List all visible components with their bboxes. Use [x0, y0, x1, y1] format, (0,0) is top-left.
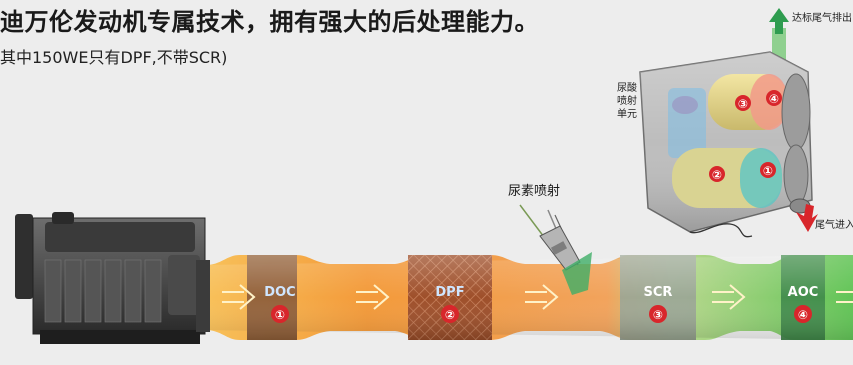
flow-arrows [222, 284, 853, 310]
flow-arrow-icon [222, 284, 256, 310]
stage-name-dpf: DPF [435, 285, 464, 300]
inlet-label: 尾气进入 [815, 218, 853, 231]
engine-icon [15, 212, 210, 344]
aftertreatment-unit-illustration: ③ ④ ② ① [639, 8, 818, 238]
outlet-arrow-icon [769, 8, 789, 34]
outlet-label: 达标尾气排出 [792, 11, 852, 24]
footnote: 其中150WE只有DPF,不带SCR) [0, 48, 228, 67]
urea-unit-label-line-1: 尿酸 [617, 81, 637, 94]
flow-arrow-icon [712, 284, 746, 310]
stage-number-aoc: ④ [798, 308, 808, 322]
stage-number-dpf: ② [445, 308, 455, 322]
headline: 迪万伦发动机专属技术，拥有强大的后处理能力。 [0, 8, 539, 36]
inset-number-4: ④ [769, 92, 779, 106]
flow-arrow-icon [525, 284, 559, 310]
urea-unit-label-line-3: 单元 [617, 108, 637, 120]
stage-badge-aoc [794, 305, 812, 323]
inset-badge-4 [766, 90, 782, 106]
inset-badge-1 [760, 162, 776, 178]
stage-number-scr: ③ [653, 308, 663, 322]
inset-badge-3 [735, 95, 751, 111]
urea-unit-label-line-2: 喷射 [617, 95, 637, 107]
inset-number-2: ② [712, 168, 722, 182]
stage-aoc: AOC ④ [781, 255, 825, 340]
exhaust-pipe [205, 255, 853, 340]
inset-number-1: ① [763, 164, 773, 178]
urea-injector-icon [519, 204, 592, 295]
stage-name-aoc: AOC [788, 285, 819, 300]
stage-badge-scr [649, 305, 667, 323]
stage-name-doc: DOC [264, 285, 295, 300]
stage-badge-doc [271, 305, 289, 323]
flow-arrow-icon [356, 284, 390, 310]
stage-badge-dpf [441, 305, 459, 323]
inset-badge-2 [709, 166, 725, 182]
flow-arrow-icon [836, 291, 853, 303]
urea-injection-label: 尿素喷射 [508, 183, 560, 199]
stage-number-doc: ① [275, 308, 285, 322]
stage-doc: DOC ① [247, 255, 297, 340]
stage-name-scr: SCR [644, 285, 673, 300]
inset-number-3: ③ [738, 97, 748, 111]
inlet-arrow-icon [796, 204, 818, 232]
stage-dpf: DPF ② [408, 255, 492, 340]
stage-scr: SCR ③ [620, 255, 696, 340]
